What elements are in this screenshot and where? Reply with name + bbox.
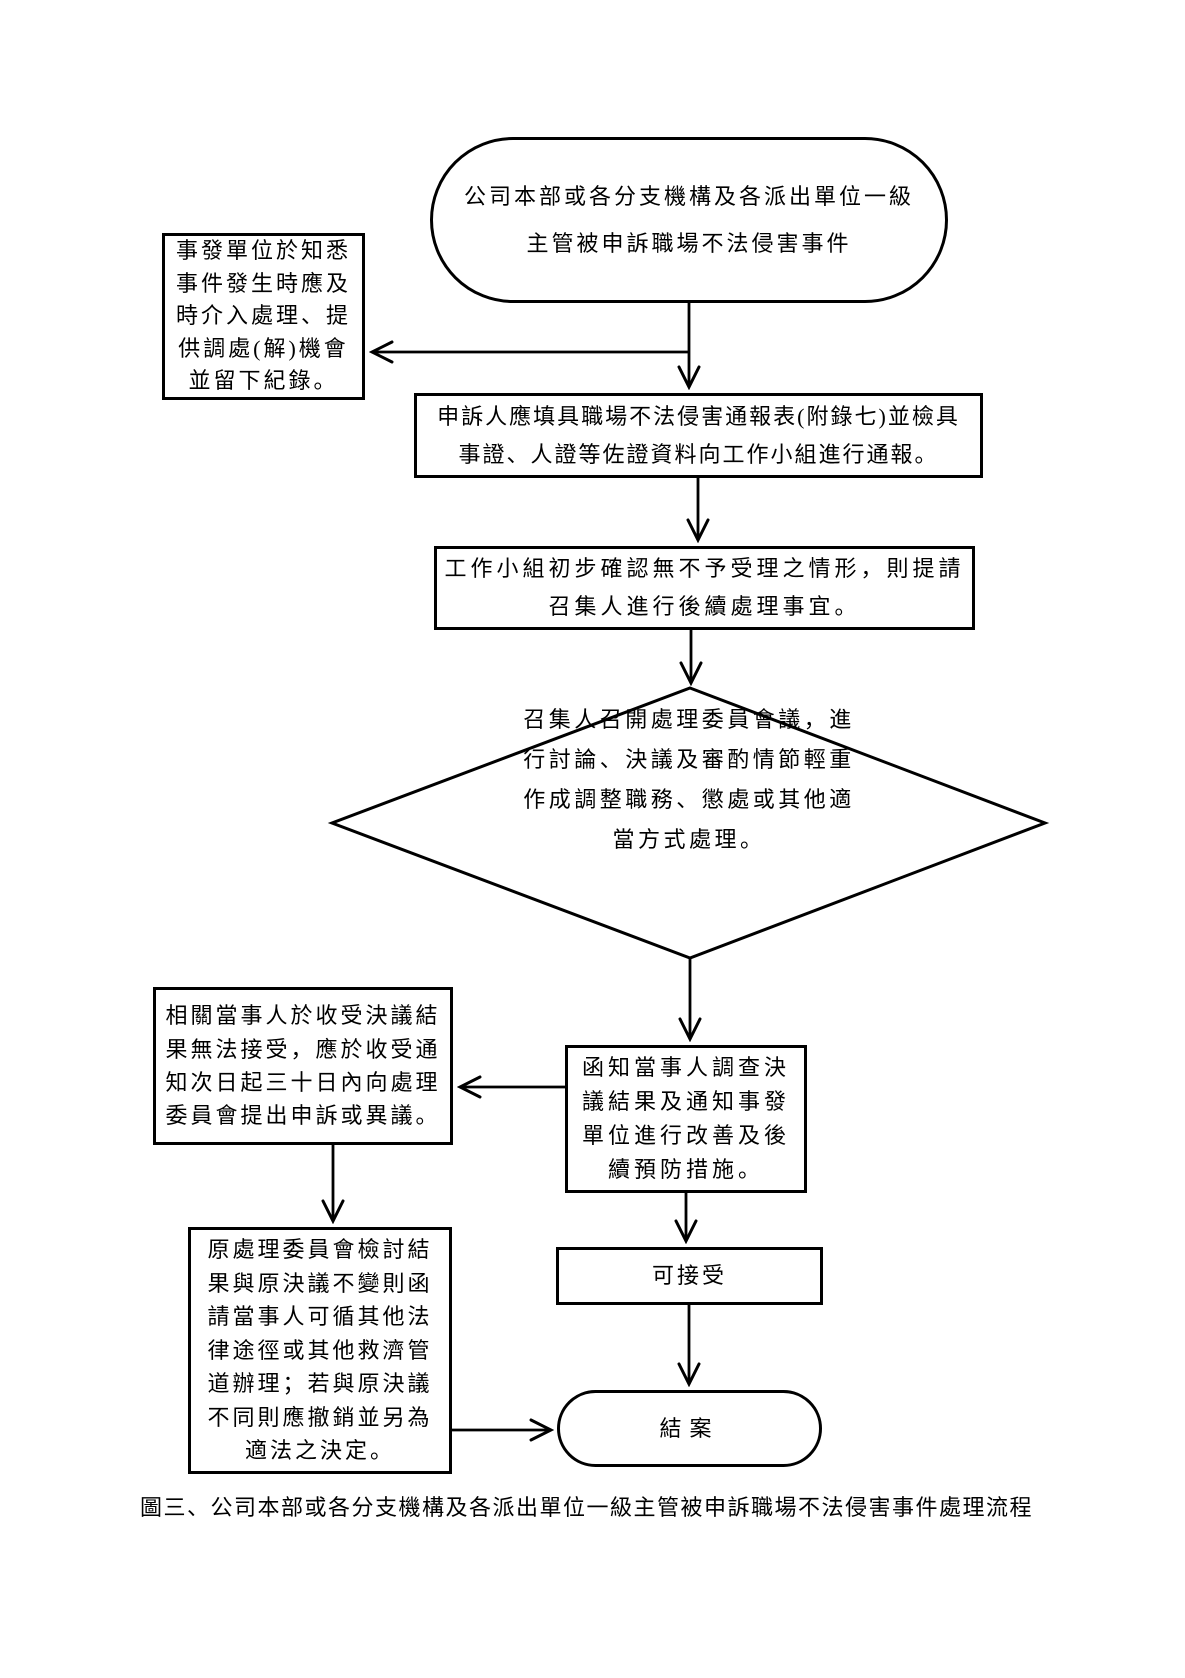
early-intervention-box: 事發單位於知悉 事件發生時應及 時介入處理、提 供調處(解)機會 並留下紀錄。	[162, 233, 365, 400]
workgroup-confirm-box: 工作小組初步確認無不予受理之情形，則提請 召集人進行後續處理事宜。	[434, 546, 975, 630]
committee-decision-label: 召集人召開處理委員會議，進 行討論、決議及審酌情節輕重 作成調整職務、懲處或其他…	[523, 707, 855, 853]
figure-caption: 圖三、公司本部或各分支機構及各派出單位一級主管被申訴職場不法侵害事件處理流程	[140, 1495, 1034, 1520]
end-terminator: 結案	[557, 1390, 822, 1467]
notify-result-box: 函知當事人調查決 議結果及通知事發 單位進行改善及後 續預防措施。	[565, 1045, 807, 1193]
appeal-box: 相關當事人於收受決議結 果無法接受，應於收受通 知次日起三十日內向處理 委員會提…	[153, 987, 453, 1145]
acceptable-box: 可接受	[556, 1247, 823, 1305]
review-box: 原處理委員會檢討結 果與原決議不變則函 請當事人可循其他法 律途徑或其他救濟管 …	[188, 1227, 452, 1474]
start-terminator: 公司本部或各分支機構及各派出單位一級 主管被申訴職場不法侵害事件	[430, 137, 948, 303]
report-box: 申訴人應填具職場不法侵害通報表(附錄七)並檢具 事證、人證等佐證資料向工作小組進…	[414, 393, 983, 478]
